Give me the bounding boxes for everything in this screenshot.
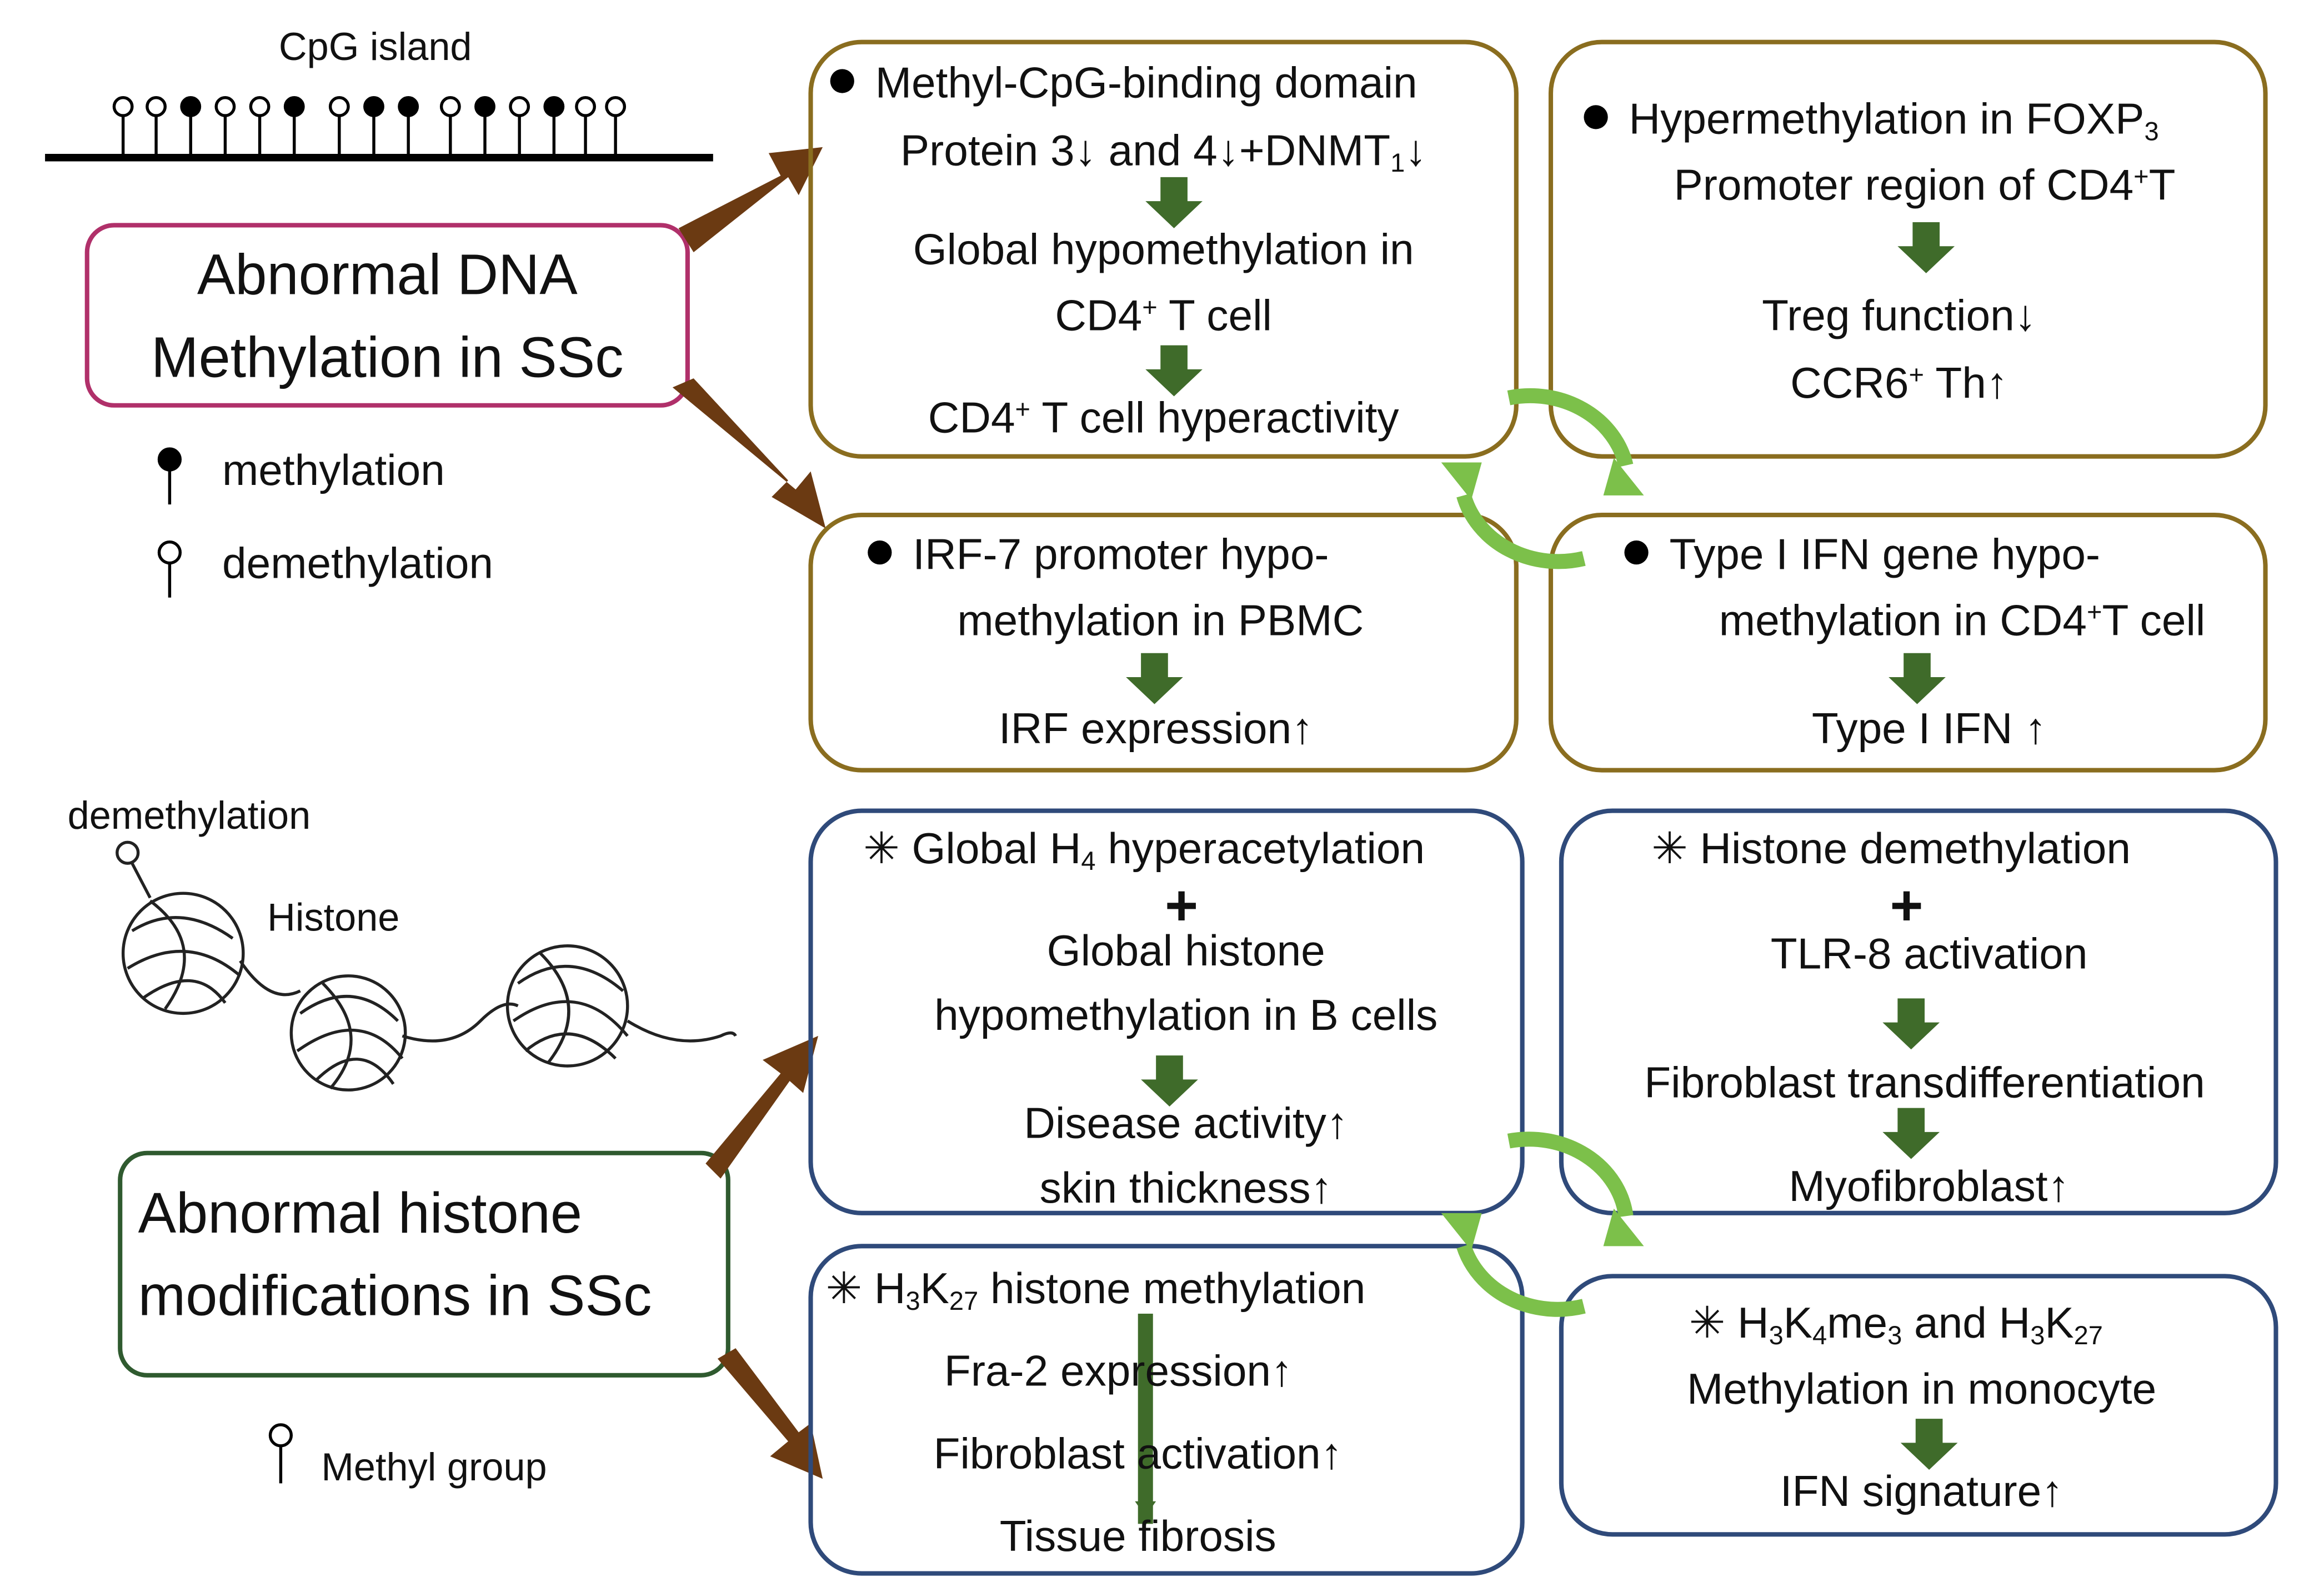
plus-icon: +: [1890, 875, 1924, 939]
dna-card-2-line4: CCR6+ Th↑: [1790, 359, 2009, 409]
arrow-histone-to-box1: [705, 1035, 819, 1179]
dna-title-line2: Methylation in SSc: [151, 327, 624, 391]
histone-card-3-line2: Fra-2 expression↑: [944, 1348, 1293, 1396]
dna-card-2-line2: Promoter region of CD4+T: [1674, 161, 2176, 211]
histone-card-3-line3: Fibroblast activation↑: [933, 1430, 1343, 1479]
dna-card-1-line4: CD4+ T cell: [1055, 292, 1272, 341]
dna-card-4-line1: Type I IFN gene hypo-: [1624, 534, 2100, 578]
histone-card-4-line2: Methylation in monocyte: [1686, 1366, 2157, 1415]
dna-card-1-line5: CD4+ T cell hyperactivity: [928, 394, 1399, 443]
dna-card-4-line3: Type I IFN ↑: [1811, 705, 2047, 754]
plus-icon: +: [1165, 875, 1199, 939]
thick-arrows: [672, 147, 826, 1479]
histone-label: Histone: [267, 894, 400, 940]
dna-card-1-line2: Protein 3↓ and 4↓+DNMT1↓: [900, 127, 1427, 178]
down-arrows: [1126, 177, 1958, 1524]
down-arrow-icon: [1141, 1055, 1198, 1107]
histone-card-3-line4: Tissue fibrosis: [999, 1513, 1276, 1561]
histone-title-box: [118, 1150, 730, 1378]
histone-card-2-line2: TLR-8 activation: [1770, 930, 2088, 979]
dna-card-4-line2: methylation in CD4+T cell: [1719, 597, 2206, 646]
histone-card-1-line5: skin thickness↑: [1039, 1165, 1333, 1213]
asterisk-icon: ✳: [1689, 1300, 1726, 1349]
down-arrow-icon: [1900, 1419, 1958, 1470]
bullet-dot-icon: [1624, 540, 1649, 565]
dna-card-3-line3: IRF expression↑: [999, 705, 1314, 754]
down-arrow-icon: [1897, 222, 1955, 273]
arrow-dna-to-box1: [678, 147, 823, 253]
cpg-island-graphic: [45, 96, 713, 162]
histone-card-1-line1: ✳Global H4 hyperacetylation: [863, 825, 1425, 876]
dna-card-3-line2: methylation in PBMC: [957, 597, 1364, 646]
cpg-island-label: CpG island: [278, 24, 472, 69]
legend-methylation-label: methylation: [222, 447, 445, 495]
methyl-group-pin-icon: [268, 1423, 293, 1484]
cycle-arrows-upper: [1441, 388, 1644, 569]
dna-card-2-border: [1548, 39, 2268, 459]
histone-card-2-line1: ✳Histone demethylation: [1651, 825, 2131, 874]
down-arrow-icon: [1135, 1501, 1156, 1516]
bullet-dot-icon: [1584, 106, 1608, 130]
dna-card-1-line3: Global hypomethylation in: [913, 227, 1414, 275]
methyl-group-label: Methyl group: [321, 1444, 547, 1490]
histone-title-line2: modifications in SSc: [138, 1265, 652, 1329]
down-arrow-stem-icon: [1138, 1313, 1153, 1524]
histone-card-3-line1: ✳H3K27 histone methylation: [825, 1265, 1366, 1316]
histone-card-4-border: [1559, 1274, 2278, 1537]
histone-card-4-line3: IFN signature↑: [1780, 1468, 2063, 1516]
dna-title-line1: Abnormal DNA: [197, 244, 578, 308]
histone-demethylation-label: demethylation: [67, 793, 311, 838]
bullet-dot-icon: [868, 540, 892, 565]
dna-card-3-line1: IRF-7 promoter hypo-: [868, 534, 1329, 578]
dna-card-1-line1: Methyl-CpG-binding domain: [830, 62, 1418, 107]
histone-chromatin-graphic: [116, 840, 737, 1092]
histone-card-1-line3: hypomethylation in B cells: [934, 992, 1438, 1041]
histone-card-1-line2: Global histone: [1046, 928, 1325, 976]
down-arrow-icon: [1882, 1108, 1940, 1159]
histone-card-2-border: [1559, 808, 2278, 1215]
asterisk-icon: ✳: [825, 1265, 863, 1314]
down-arrow-icon: [1882, 998, 1940, 1050]
dna-card-2-line3: Treg function↓: [1762, 293, 2036, 341]
histone-card-2-line4: Myofibroblast↑: [1789, 1163, 2070, 1212]
dna-card-1-border: [808, 39, 1519, 459]
histone-card-1-border: [808, 808, 1525, 1215]
histone-card-2-line3: Fibroblast transdifferentiation: [1644, 1060, 2205, 1108]
histone-title-line1: Abnormal histone: [138, 1183, 582, 1246]
down-arrow-icon: [1889, 653, 1946, 704]
cycle-arrows-lower: [1441, 1132, 1644, 1317]
legend-demethylation-label: demethylation: [222, 540, 494, 589]
legend-methylation-pin-icon: [157, 447, 182, 505]
dna-card-4-border: [1548, 513, 2268, 773]
dna-card-2-line1: Hypermethylation in FOXP3: [1584, 98, 2159, 144]
dna-card-3-border: [808, 513, 1519, 773]
histone-card-4-line1: ✳H3K4me3 and H3K27: [1689, 1300, 2103, 1350]
asterisk-icon: ✳: [1651, 825, 1688, 874]
arrow-histone-to-box3: [717, 1348, 823, 1479]
down-arrow-icon: [1126, 653, 1183, 704]
down-arrow-icon: [1145, 177, 1203, 228]
down-arrow-icon: [1145, 345, 1203, 397]
histone-card-3-border: [808, 1244, 1525, 1576]
asterisk-icon: ✳: [863, 825, 900, 874]
dna-title-box: [84, 223, 690, 408]
histone-card-1-line4: Disease activity↑: [1024, 1100, 1349, 1149]
bullet-dot-icon: [830, 69, 854, 94]
arrow-dna-to-box3: [672, 378, 826, 529]
legend-demethylation-pin-icon: [157, 540, 182, 598]
